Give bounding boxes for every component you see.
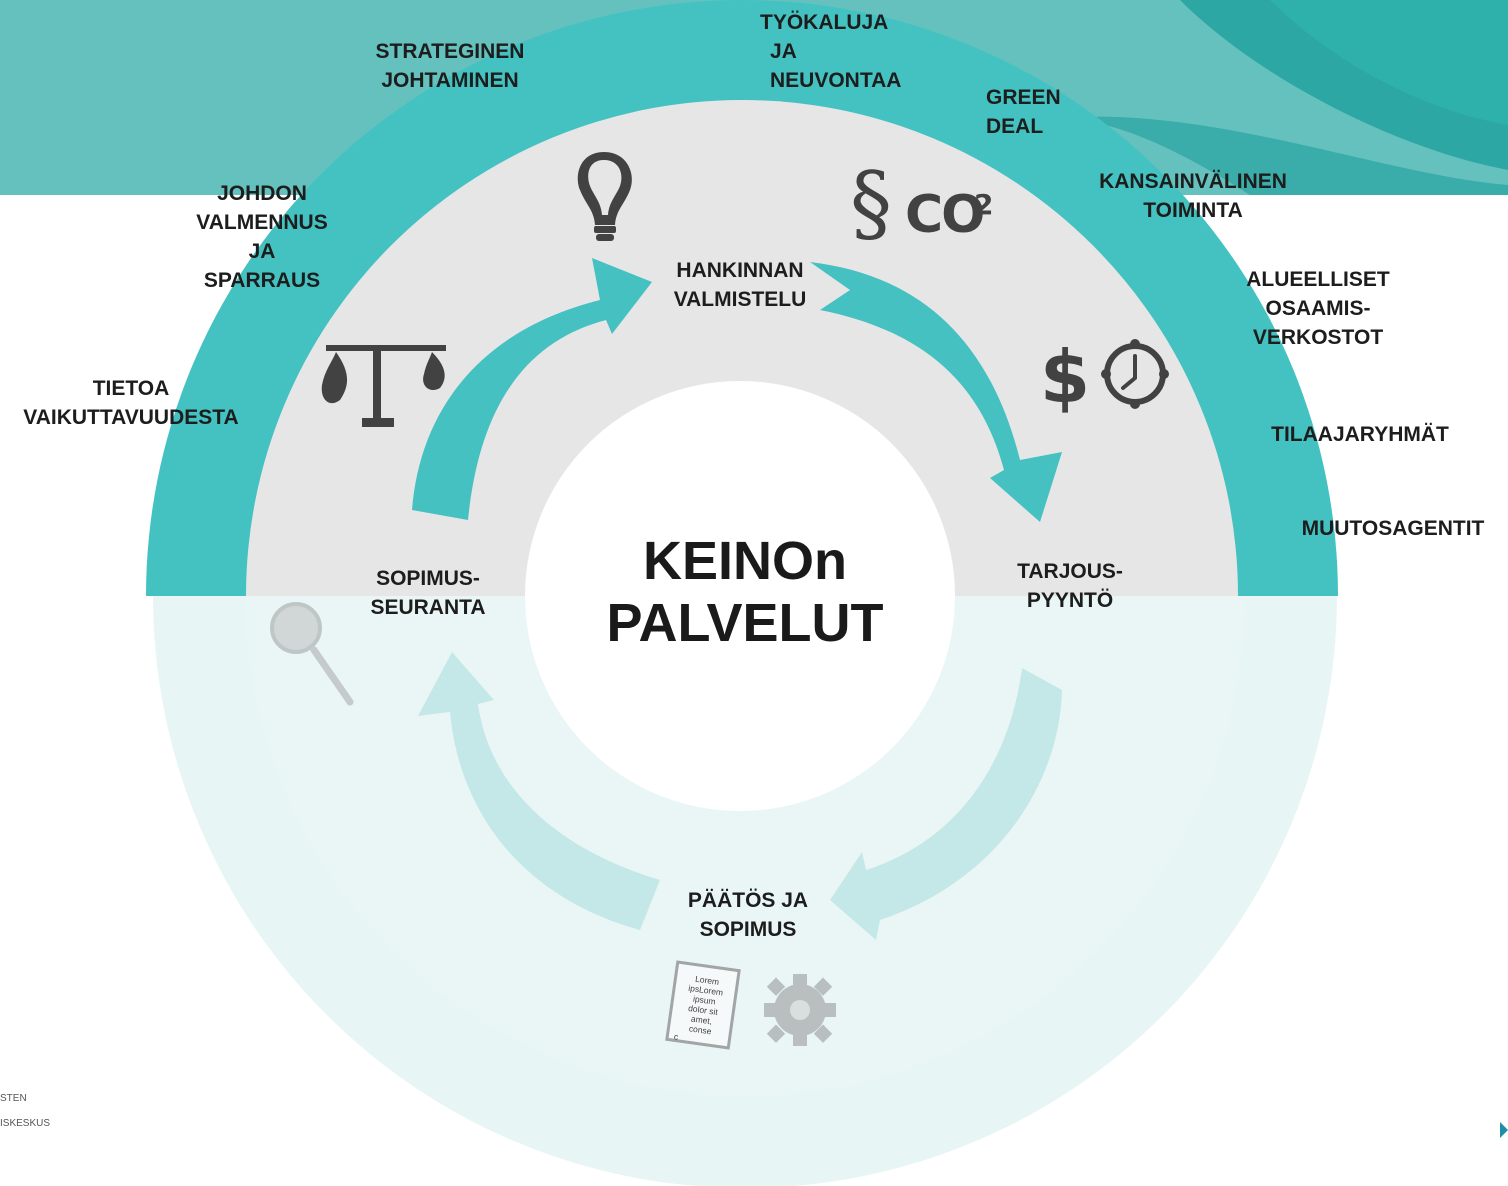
outer-label-line: JA [770,40,797,63]
label-green-deal: GREEN DEAL [986,83,1096,141]
outer-label-line: DEAL [986,115,1044,138]
outer-label-line: TILAAJARYHMÄT [1271,423,1449,446]
co2-icon: CO 2 [905,185,993,245]
center-title-line2: PALVELUT [606,593,884,653]
step-label-line: HANKINNAN [676,259,804,282]
outer-label-line: JA [248,240,276,263]
footer-text-line1: STEN [0,1093,27,1104]
label-tilaajaryhmat: TILAAJARYHMÄT [1250,420,1470,449]
lightbulb-icon [577,152,632,241]
label-kansainvalinen-toiminta: KANSAINVÄLINEN TOIMINTA [1076,167,1310,225]
document-icon [665,960,741,1050]
step-label-line: PÄÄTÖS JA [687,889,809,912]
outer-ring-lower [153,596,1337,1186]
label-tyokaluja-ja-neuvontaa: TYÖKALUJA JA NEUVONTAA [760,8,930,95]
cycle-arrows-faded [418,652,1062,940]
center-title: KEINOn PALVELUT [560,530,930,654]
outer-label-line: STRATEGINEN [375,40,525,63]
outer-label-line: JOHTAMINEN [381,69,519,92]
outer-label-line: JOHDON [217,182,307,205]
outer-label-line: ALUEELLISET [1246,268,1390,291]
cycle-arrows-active [412,258,1062,522]
outer-label-line: SPARRAUS [203,269,321,292]
outer-label-line: VERKOSTOT [1252,326,1384,349]
center-circle [525,381,955,811]
footer-text-line2: ISKESKUS [0,1118,51,1129]
step-label-line: TARJOUS- [1017,560,1123,583]
document-icon-text: Lorem ipsLorem ipsum dolor sit amet, con… [673,972,732,1048]
step-label-line: SOPIMUS- [376,567,480,590]
step-label-line: VALMISTELU [673,288,807,311]
outer-label-line: TYÖKALUJA [760,11,889,34]
step-sopimusseuranta: SOPIMUS- SEURANTA [340,564,516,622]
outer-label-line: TIETOA [92,377,170,400]
outer-label-line: VALMENNUS [196,211,328,234]
clock-icon [1101,339,1169,409]
label-johdon-valmennus: JOHDON VALMENNUS JA SPARRAUS [172,179,352,295]
step-tarjouspyynto: TARJOUS- PYYNTÖ [985,557,1155,615]
svg-text:CO: CO [905,185,983,245]
outer-label-line: MUUTOSAGENTIT [1301,517,1485,540]
step-paatos-ja-sopimus: PÄÄTÖS JA SOPIMUS [648,886,848,944]
paragraph-icon: § [850,154,892,252]
step-label-line: PYYNTÖ [1026,589,1114,612]
brand-chevron-icon [1500,1122,1508,1138]
outer-label-line: VAIKUTTAVUUDESTA [23,406,239,429]
svg-text:§: § [850,154,892,252]
gear-icon [764,974,836,1046]
step-label-line: SOPIMUS [699,918,797,941]
label-muutosagentit: MUUTOSAGENTIT [1282,514,1504,543]
svg-text:$: $ [1040,335,1090,419]
dollar-icon: $ [1040,335,1090,419]
magnifier-icon [270,602,354,706]
label-alueelliset-osaamisverkostot: ALUEELLISET OSAAMIS- VERKOSTOT [1220,265,1416,352]
outer-label-line: KANSAINVÄLINEN [1099,170,1287,193]
step-hankinnan-valmistelu: HANKINNAN VALMISTELU [640,256,840,314]
label-strateginen-johtaminen: STRATEGINEN JOHTAMINEN [350,37,550,95]
outer-label-line: OSAAMIS- [1265,297,1371,320]
step-label-line: SEURANTA [370,596,486,619]
outer-label-line: GREEN [986,86,1061,109]
outer-label-line: NEUVONTAA [770,69,902,92]
svg-text:2: 2 [974,188,993,221]
center-title-line1: KEINOn [642,531,847,591]
label-tietoa-vaikuttavuudesta: TIETOA VAIKUTTAVUUDESTA [0,374,262,432]
outer-label-line: TOIMINTA [1143,199,1243,222]
scale-icon [321,345,446,427]
